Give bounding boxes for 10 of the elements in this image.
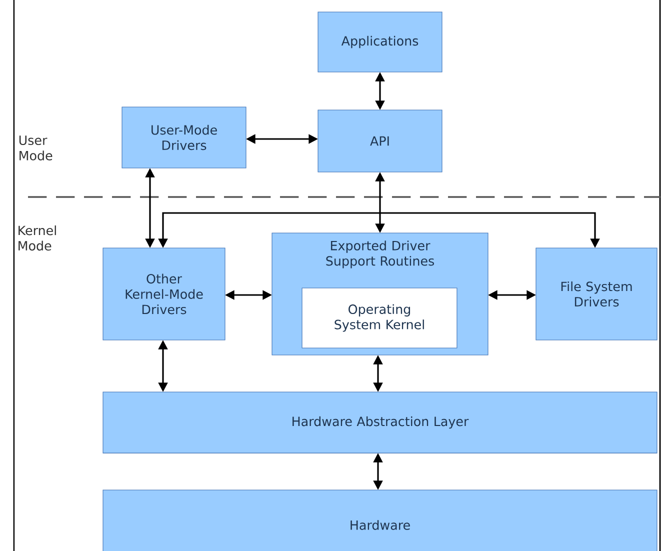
layer-band: Hardware Abstraction Layer <box>102 392 658 454</box>
process-box: File System Drivers <box>536 248 658 340</box>
mode-label: User Mode <box>19 136 52 160</box>
process-box: API <box>318 110 442 172</box>
process-box: Other Kernel-Mode Drivers <box>102 248 226 340</box>
process-box: Operating System Kernel <box>302 288 458 348</box>
layer-band: Hardware <box>102 490 658 551</box>
process-box: User-Mode Drivers <box>122 106 246 168</box>
mode-label: Kernel Mode <box>18 225 56 251</box>
process-box: Applications <box>318 12 442 72</box>
